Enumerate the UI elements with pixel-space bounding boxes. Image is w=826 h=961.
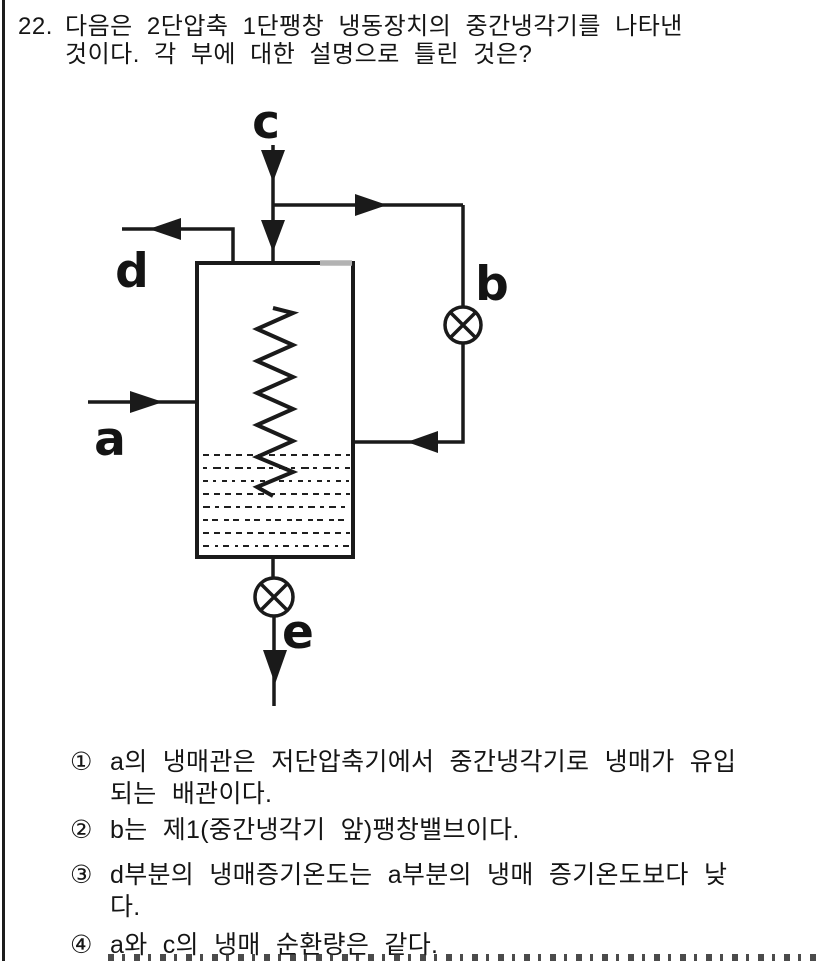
expansion-valve-b <box>443 305 483 345</box>
arrow-right-to-b <box>355 194 387 216</box>
option-1-number: ① <box>70 748 93 776</box>
question-number: 22. <box>18 13 53 40</box>
option-2-number: ② <box>70 816 93 844</box>
answer-option-3[interactable]: ③ d부분의 냉매증기온도는 a부분의 냉매 증기온도보다 낮 다. <box>70 859 812 923</box>
question-text: 다음은 2단압축 1단팽창 냉동장치의 중간냉각기를 나타낸 것이다. 각 부에… <box>65 13 683 69</box>
option-3-line-1: d부분의 냉매증기온도는 a부분의 냉매 증기온도보다 낮 <box>110 861 728 889</box>
option-2-line-1: b는 제1(중간냉각기 앞)팽창밸브이다. <box>110 816 520 844</box>
answer-option-2[interactable]: ② b는 제1(중간냉각기 앞)팽창밸브이다. <box>70 814 812 846</box>
arrow-down-e-outlet <box>263 650 287 684</box>
cut-off-next-line <box>108 954 820 961</box>
arrow-right-a-inlet <box>130 391 163 413</box>
liquid-level-lines <box>203 454 350 547</box>
label-c: c <box>252 95 280 150</box>
question-line-2: 것이다. 각 부에 대한 설명으로 틀린 것은? <box>65 41 533 68</box>
option-1-line-2: 되는 배관이다. <box>110 780 273 808</box>
label-a: a <box>94 412 126 467</box>
label-e: e <box>282 605 314 660</box>
option-3-number: ③ <box>70 861 93 889</box>
label-b: b <box>475 257 509 312</box>
pipe-b-return <box>355 343 465 444</box>
option-4-number: ④ <box>70 931 93 959</box>
arrow-down-c-lower <box>261 220 285 252</box>
option-1-text: a의 냉매관은 저단압축기에서 중간냉각기로 냉매가 유입 되는 배관이다. <box>110 746 736 810</box>
label-d: d <box>115 244 149 299</box>
expansion-valve-e <box>253 576 295 618</box>
question-block: 22. 다음은 2단압축 1단팽창 냉동장치의 중간냉각기를 나타낸 것이다. … <box>18 13 810 69</box>
intercooler-vessel <box>195 261 355 559</box>
answer-option-1[interactable]: ① a의 냉매관은 저단압축기에서 중간냉각기로 냉매가 유입 되는 배관이다. <box>70 746 812 810</box>
cooling-coil <box>251 306 300 498</box>
option-3-line-2: 다. <box>110 893 141 921</box>
question-line-1: 다음은 2단압축 1단팽창 냉동장치의 중간냉각기를 나타낸 <box>65 13 683 40</box>
arrow-down-c-upper <box>261 150 285 182</box>
arrow-left-d-outlet <box>149 218 181 240</box>
option-1-line-1: a의 냉매관은 저단압축기에서 중간냉각기로 냉매가 유입 <box>110 748 737 776</box>
option-2-text: b는 제1(중간냉각기 앞)팽창밸브이다. <box>110 814 520 846</box>
column-divider-line <box>2 0 5 961</box>
arrow-left-b-return <box>407 431 438 453</box>
option-3-text: d부분의 냉매증기온도는 a부분의 냉매 증기온도보다 낮 다. <box>110 859 727 923</box>
